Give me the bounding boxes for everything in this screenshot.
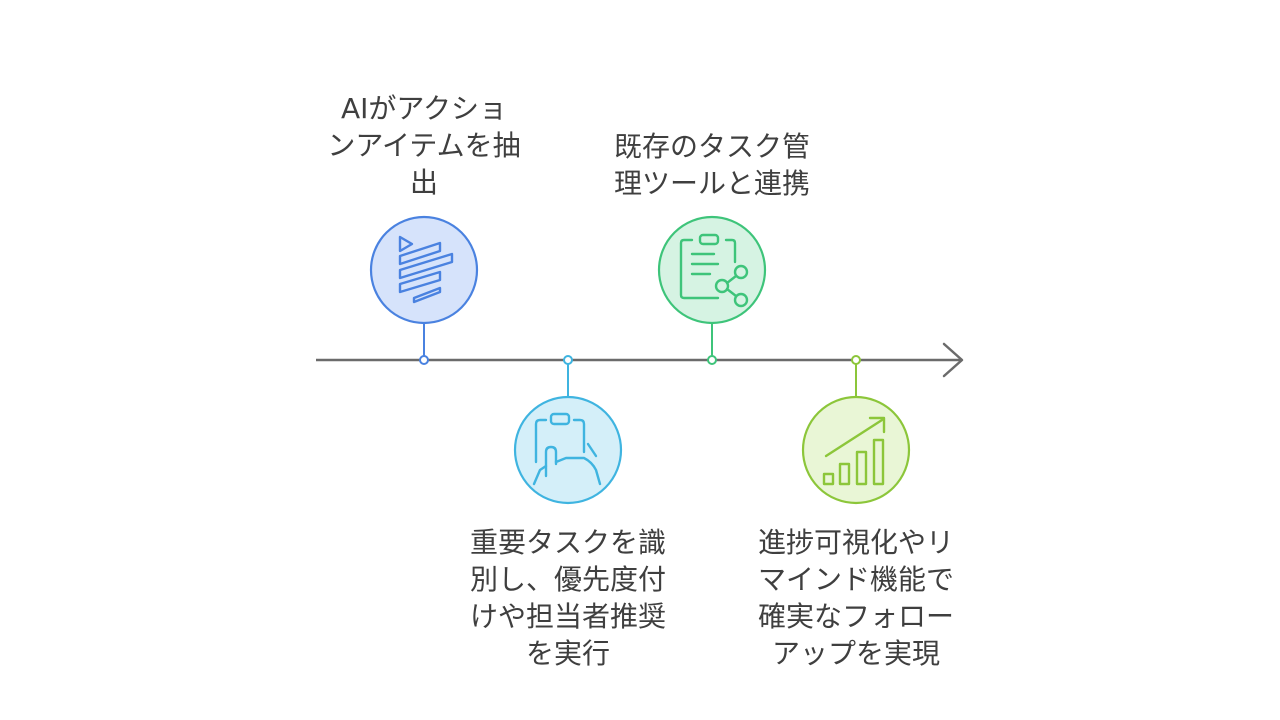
clipboard-touch-icon [532, 412, 602, 486]
ai-sparkle-icon [398, 235, 454, 304]
milestone-2-label-line: けや担当者推奨 [469, 600, 666, 633]
milestone-2-dot [563, 355, 573, 365]
milestone-2 [513, 355, 623, 505]
milestone-1-label-line: AIがアクショ [340, 92, 507, 125]
milestone-4-circle [801, 395, 911, 505]
milestone-4-label-line: アップを実現 [771, 637, 940, 670]
milestone-3-label-line: 既存のタスク管 [613, 130, 810, 163]
milestone-1-label: AIがアクショ ンアイテムを抽 出 [304, 90, 544, 201]
milestone-3 [657, 215, 767, 365]
milestone-4-label-line: 確実なフォロー [757, 600, 954, 633]
clipboard-share-icon [679, 233, 749, 308]
milestone-2-circle [513, 395, 623, 505]
milestone-2-label-line: 重要タスクを識 [469, 526, 666, 559]
milestone-1-label-line: ンアイテムを抽 [327, 129, 521, 162]
milestone-2-label: 重要タスクを識 別し、優先度付 けや担当者推奨 を実行 [448, 524, 688, 672]
milestone-4-label: 進捗可視化やリ マインド機能で 確実なフォロー アップを実現 [736, 524, 976, 672]
milestone-1-label-line: 出 [409, 166, 438, 199]
milestone-1-dot [419, 355, 429, 365]
milestone-1 [369, 215, 479, 365]
milestone-3-label-line: 理ツールと連携 [613, 167, 810, 200]
milestone-4-label-line: マインド機能で [757, 563, 954, 596]
milestone-2-label-line: を実行 [525, 637, 610, 670]
milestone-3-dot [707, 355, 717, 365]
timeline-arrowhead [942, 342, 964, 378]
milestone-2-label-line: 別し、優先度付 [469, 563, 666, 596]
growth-chart-icon [822, 416, 886, 486]
milestone-3-circle [657, 215, 767, 325]
milestone-3-label: 既存のタスク管 理ツールと連携 [592, 128, 832, 202]
milestone-4-label-line: 進捗可視化やリ [757, 526, 954, 559]
milestone-4-dot [851, 355, 861, 365]
milestone-4 [801, 355, 911, 505]
